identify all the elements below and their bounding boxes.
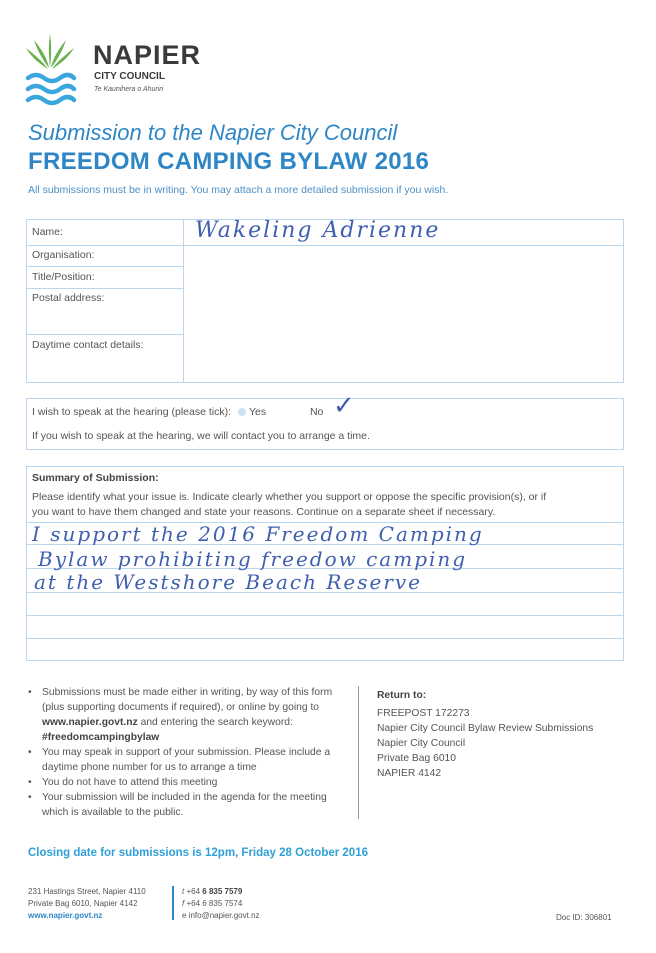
summary-rule [26,522,624,523]
return-line: Napier City Council Bylaw Review Submiss… [377,723,594,734]
doc-id: Doc ID: 306801 [556,913,612,922]
details-rule [26,245,624,246]
summary-instructions-2: you want to have them changed and state … [32,506,496,518]
footer-divider [172,886,174,920]
return-line: Napier City Council [377,738,466,749]
footer-phone[interactable]: 6 835 7579 [202,887,243,896]
bullet-item: Submissions must be made either in writi… [28,685,340,745]
search-keyword: #freedomcampingbylaw [42,732,160,743]
footer-address-line: 231 Hastings Street, Napier 4110 [28,887,146,896]
page-heading: FREEDOM CAMPING BYLAW 2016 [28,148,430,175]
bullets-divider [358,686,359,819]
closing-date: Closing date for submissions is 12pm, Fr… [28,847,368,859]
return-line: NAPIER 4142 [377,768,442,779]
return-address: Return to: FREEPOST 172273 Napier City C… [377,688,593,781]
info-bullets: Submissions must be made either in writi… [28,685,340,820]
footer-email[interactable]: info@napier.govt.nz [188,911,260,920]
summary-rule [26,544,624,545]
logo-name: NAPIER [93,40,202,70]
daytime-contact-label: Daytime contact details: [32,339,144,351]
return-line: FREEPOST 172273 [377,708,470,719]
details-rule [26,334,184,335]
hearing-note: If you wish to speak at the hearing, we … [32,430,370,442]
yes-label: Yes [248,406,267,418]
bullet-item: Your submission will be included in the … [28,790,340,820]
details-rule [26,288,184,289]
hearing-question: I wish to speak at the hearing (please t… [32,406,323,418]
summary-rule [26,568,624,569]
summary-instructions-1: Please identify what your issue is. Indi… [32,491,547,503]
summary-line-3[interactable]: at the Westshore Beach Reserve [34,570,423,594]
logo-council: CITY COUNCIL [94,71,165,82]
details-divider [183,219,184,383]
details-rule [26,266,184,267]
page-subtitle: All submissions must be in writing. You … [28,184,449,196]
name-label: Name: [32,226,63,238]
footer-address: 231 Hastings Street, Napier 4110 Private… [28,886,146,922]
summary-box [26,466,624,661]
name-field[interactable]: Wakeling Adrienne [195,218,441,243]
bullet-item: You do not have to attend this meeting [28,775,340,790]
summary-rule [26,615,624,616]
footer-fax: +64 6 835 7574 [186,899,243,908]
napier-logo-icon [25,34,77,106]
footer-contact: t +64 6 835 7579 f +64 6 835 7574 e info… [182,887,260,920]
hearing-question-text: I wish to speak at the hearing (please t… [32,406,232,418]
summary-rule [26,592,624,593]
organisation-label: Organisation: [32,249,95,261]
hearing-box [26,398,624,450]
summary-line-2[interactable]: Bylaw prohibiting freedow camping [38,547,468,571]
details-table [26,219,624,383]
postal-address-label: Postal address: [32,292,105,304]
website-link[interactable]: www.napier.govt.nz [42,717,138,728]
summary-line-1[interactable]: I support the 2016 Freedom Camping [32,522,484,546]
no-tick-mark[interactable]: ✓ [333,391,355,421]
no-label: No [309,406,324,418]
summary-rule [26,638,624,639]
title-position-label: Title/Position: [32,271,95,283]
return-heading: Return to: [377,690,427,701]
yes-radio[interactable] [237,408,246,417]
footer-website-link[interactable]: www.napier.govt.nz [28,911,103,920]
summary-heading: Summary of Submission: [32,472,159,484]
logo-maori-name: Te Kaunihera o Ahuriri [94,86,164,93]
page-title: Submission to the Napier City Council [28,120,398,145]
footer-address-line: Private Bag 6010, Napier 4142 [28,899,138,908]
bullet-item: You may speak in support of your submiss… [28,745,340,775]
return-line: Private Bag 6010 [377,753,456,764]
